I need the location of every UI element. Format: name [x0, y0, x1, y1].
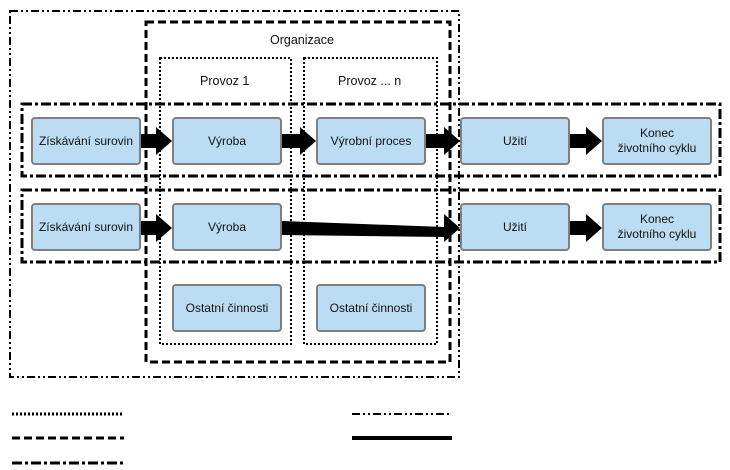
box-r1-end-of-life: Konec životního cyklu — [602, 117, 712, 165]
plant-1-label: Provoz 1 — [200, 74, 250, 88]
box-r2-production: Výroba — [172, 203, 282, 251]
outer-system-frame — [9, 10, 460, 378]
plant-n-frame — [303, 57, 438, 345]
arrow-r2-long — [282, 214, 460, 242]
arrow-r2-1 — [140, 214, 172, 242]
arrow-r1-4 — [570, 127, 602, 155]
lifecycle-row1-frame — [20, 102, 722, 178]
box-r1-use: Užití — [460, 117, 570, 165]
box-r1-production-process: Výrobní proces — [316, 117, 426, 165]
plant-n-label: Provoz ... n — [338, 74, 402, 88]
box-r2-raw-materials: Získávání surovin — [31, 203, 141, 251]
lifecycle-row2-frame — [20, 188, 722, 264]
box-other-activities-n: Ostatní činnosti — [316, 284, 426, 332]
plant-1-frame — [159, 57, 292, 345]
arrow-r1-1 — [140, 127, 172, 155]
arrow-r2-4 — [570, 214, 602, 242]
box-r1-raw-materials: Získávání surovin — [31, 117, 141, 165]
organization-frame — [144, 20, 452, 364]
arrow-r1-3 — [426, 127, 460, 155]
box-r2-end-of-life: Konec životního cyklu — [602, 203, 712, 251]
arrow-r1-2 — [282, 127, 316, 155]
organization-label: Organizace — [270, 33, 334, 47]
box-other-activities-1: Ostatní činnosti — [172, 284, 282, 332]
box-r2-use: Užití — [460, 203, 570, 251]
box-r1-production: Výroba — [172, 117, 282, 165]
